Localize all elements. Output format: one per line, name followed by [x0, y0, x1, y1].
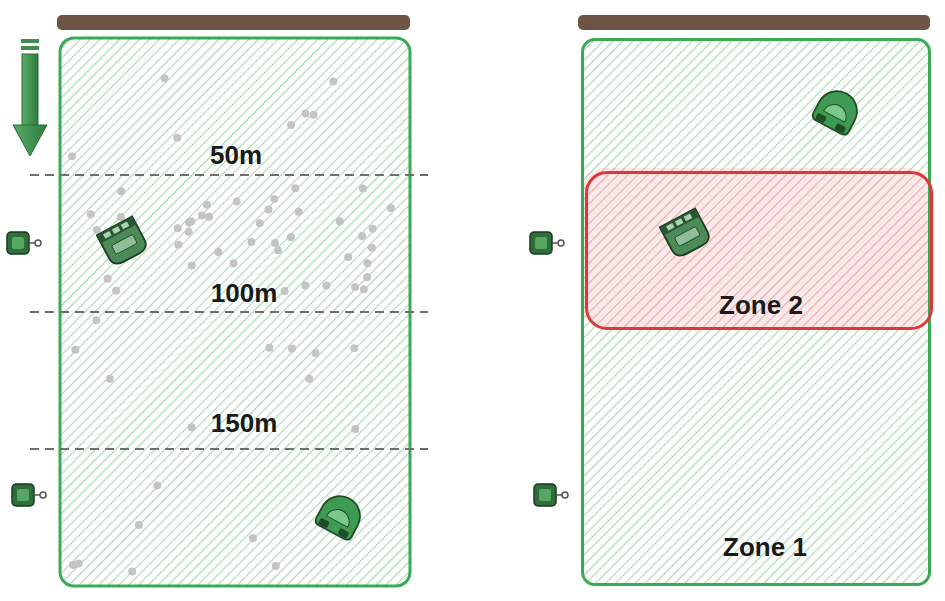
obstacle-dot — [301, 110, 309, 118]
obstacle-dot — [358, 232, 366, 240]
obstacle-dot — [104, 275, 112, 283]
obstacle-dot — [295, 208, 303, 216]
zone-label: Zone 1 — [723, 533, 807, 563]
obstacle-dot — [117, 213, 125, 221]
obstacle-dot — [256, 219, 264, 227]
obstacle-dot — [205, 213, 213, 221]
obstacle-dot — [301, 282, 309, 290]
obstacle-dot — [265, 344, 273, 352]
obstacle-dot — [351, 283, 359, 291]
distance-label: 150m — [211, 409, 278, 439]
obstacle-dot — [112, 287, 120, 295]
obstacle-dot — [174, 241, 182, 249]
obstacle-dot — [214, 248, 222, 256]
obstacle-dot — [203, 201, 211, 209]
obstacle-dot — [188, 423, 196, 431]
mower-dome — [314, 489, 367, 541]
charging-station — [12, 484, 46, 506]
distance-lines — [30, 175, 428, 449]
wall-bar — [578, 15, 930, 30]
distance-label: 100m — [211, 279, 278, 309]
mower-box — [97, 216, 149, 267]
mower-box — [660, 208, 712, 259]
obstacle-dot — [305, 375, 313, 383]
obstacle-dot — [369, 225, 377, 233]
obstacle-dot — [75, 560, 83, 568]
obstacle-dot — [264, 206, 272, 214]
obstacle-dot — [363, 273, 371, 281]
obstacle-dot — [249, 534, 257, 542]
obstacle-dot — [198, 211, 206, 219]
obstacle-dot — [233, 198, 241, 206]
charging-station — [530, 232, 564, 254]
obstacle-dot — [274, 246, 282, 254]
distance-label: 50m — [210, 141, 262, 171]
obstacle-dot — [153, 482, 161, 490]
obstacle-dot — [71, 346, 79, 354]
obstacle-dot — [87, 210, 95, 218]
lawn-area — [581, 38, 931, 586]
obstacle-dot — [92, 316, 100, 324]
obstacle-dot — [368, 244, 376, 252]
obstacle-dot — [351, 425, 359, 433]
obstacle-dot — [387, 204, 395, 212]
obstacle-dot — [68, 152, 76, 160]
zone-fill — [582, 168, 930, 327]
obstacle-dot — [288, 345, 296, 353]
obstacle-dot — [188, 262, 196, 270]
obstacle-dot — [310, 111, 318, 119]
obstacle-dot — [174, 224, 182, 232]
obstacle-dot — [322, 282, 330, 290]
obstacle-dot — [336, 217, 344, 225]
charging-station — [7, 232, 41, 254]
obstacle-dot — [360, 285, 368, 293]
obstacle-dot — [128, 567, 136, 575]
zone-box: Zone 2 — [585, 171, 933, 330]
obstacle-dots — [68, 74, 395, 575]
obstacle-dot — [185, 219, 193, 227]
obstacle-dot — [135, 521, 143, 529]
direction-arrow — [13, 39, 47, 156]
obstacle-dot — [185, 228, 193, 236]
obstacle-dot — [247, 238, 255, 246]
obstacle-dot — [272, 562, 280, 570]
obstacle-dot — [270, 195, 278, 203]
obstacle-dot — [287, 121, 295, 129]
obstacle-dot — [291, 184, 299, 192]
zone-area: Zone 1 Zone 2 — [581, 38, 931, 586]
obstacle-dot — [161, 74, 169, 82]
obstacle-dot — [281, 287, 289, 295]
obstacle-dot — [271, 239, 279, 247]
wall-bar — [57, 15, 410, 30]
obstacle-dot — [312, 349, 320, 357]
obstacle-dot — [329, 78, 337, 86]
mower-dome — [811, 84, 864, 136]
obstacle-dot — [173, 134, 181, 142]
robot-mowers — [97, 84, 864, 541]
obstacle-dot — [106, 375, 114, 383]
obstacle-dot — [230, 259, 238, 267]
charging-stations — [7, 232, 568, 506]
obstacle-dot — [287, 233, 295, 241]
obstacle-dot — [350, 344, 358, 352]
obstacle-dot — [117, 187, 125, 195]
zone-label: Zone 2 — [719, 291, 803, 321]
obstacle-dot — [363, 259, 371, 267]
charging-station — [534, 484, 568, 506]
obstacle-dot — [344, 253, 352, 261]
obstacle-dot — [359, 184, 367, 192]
